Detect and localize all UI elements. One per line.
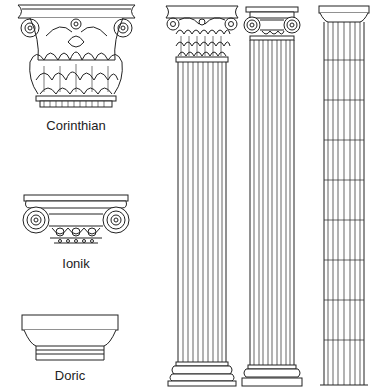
doric-capital (22, 315, 118, 360)
doric-column (319, 6, 369, 385)
ionic-capital (23, 195, 129, 243)
order-label: Ionik (62, 256, 89, 272)
corinthian-column (166, 6, 238, 386)
order-label: Corinthian (46, 118, 105, 134)
order-label: Doric (55, 368, 85, 384)
ionic-column (242, 7, 302, 386)
corinthian-capital (18, 5, 135, 107)
